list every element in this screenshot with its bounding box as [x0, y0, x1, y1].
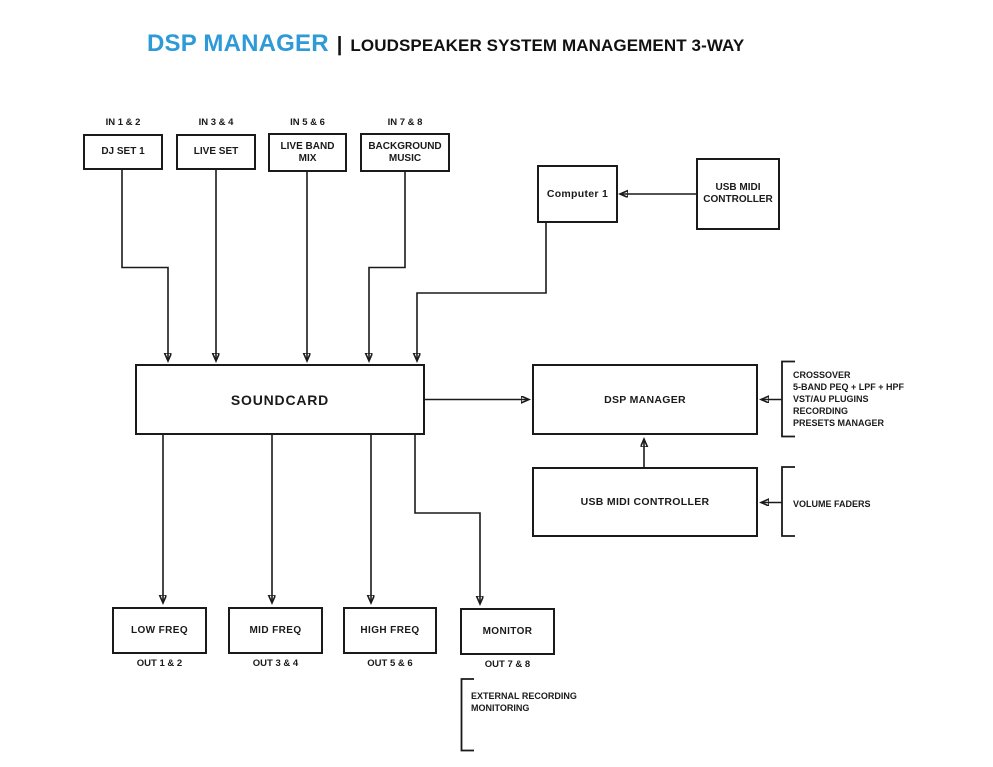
node-live-set: LIVE SET	[176, 134, 256, 170]
node-high-freq: HIGH FREQ	[343, 607, 437, 654]
node-dsp-manager: DSP MANAGER	[532, 364, 758, 435]
node-mid-freq: MID FREQ	[228, 607, 323, 654]
port-label-in-5-6: IN 5 & 6	[290, 117, 325, 128]
annotation-feature-plugins: VST/AU PLUGINS	[793, 394, 869, 404]
node-computer-1: Computer 1	[537, 165, 618, 223]
annotation-feature-presets: PRESETS MANAGER	[793, 418, 885, 428]
node-monitor: MONITOR	[460, 608, 555, 655]
port-label-in-1-2: IN 1 & 2	[105, 117, 141, 128]
annotation-volume-faders: VOLUME FADERS	[793, 499, 871, 509]
title-subtitle: LOUDSPEAKER SYSTEM MANAGEMENT 3-WAY	[350, 36, 745, 55]
wire-backgroundmusic-soundcard	[369, 172, 406, 360]
port-label-out-5-6: OUT 5 & 6	[367, 658, 413, 669]
annotation-external-recording-line2: MONITORING	[471, 702, 530, 713]
annotation-dsp-features: CROSSOVER 5-BAND PEQ + LPF + HPF VST/AU …	[793, 369, 904, 429]
annotation-external-recording-line1: EXTERNAL RECORDING	[471, 691, 577, 701]
node-low-freq: LOW FREQ	[112, 607, 207, 654]
node-live-band-mix: LIVE BAND MIX	[268, 133, 347, 172]
port-label-in-3-4: IN 3 & 4	[198, 117, 234, 128]
port-label-out-3-4: OUT 3 & 4	[252, 658, 299, 669]
node-usb-midi-controller-bottom: USB MIDI CONTROLLER	[532, 467, 758, 537]
port-label-out-1-2: OUT 1 & 2	[136, 658, 183, 669]
node-dj-set-1: DJ SET 1	[83, 134, 163, 170]
annotation-feature-crossover: CROSSOVER	[793, 370, 851, 380]
bracket-external-recording	[460, 678, 474, 752]
port-label-in-7-8: IN 7 & 8	[387, 117, 423, 128]
wire-computer-soundcard	[417, 223, 547, 360]
title-brand: DSP MANAGER	[147, 30, 329, 57]
wire-soundcard-monitor	[414, 435, 480, 603]
title-separator: |	[336, 34, 343, 56]
port-label-out-7-8: OUT 7 & 8	[484, 659, 531, 670]
node-usb-midi-controller-top: USB MIDI CONTROLLER	[696, 158, 780, 230]
node-soundcard: SOUNDCARD	[135, 364, 425, 435]
annotation-external-recording: EXTERNAL RECORDING MONITORING	[471, 691, 577, 714]
annotation-feature-recording: RECORDING	[793, 406, 849, 416]
node-background-music: BACKGROUND MUSIC	[360, 133, 450, 172]
page-title: DSP MANAGER | LOUDSPEAKER SYSTEM MANAGEM…	[147, 30, 744, 58]
wire-djset1-soundcard	[121, 170, 168, 360]
annotation-feature-peq: 5-BAND PEQ + LPF + HPF	[793, 382, 905, 392]
